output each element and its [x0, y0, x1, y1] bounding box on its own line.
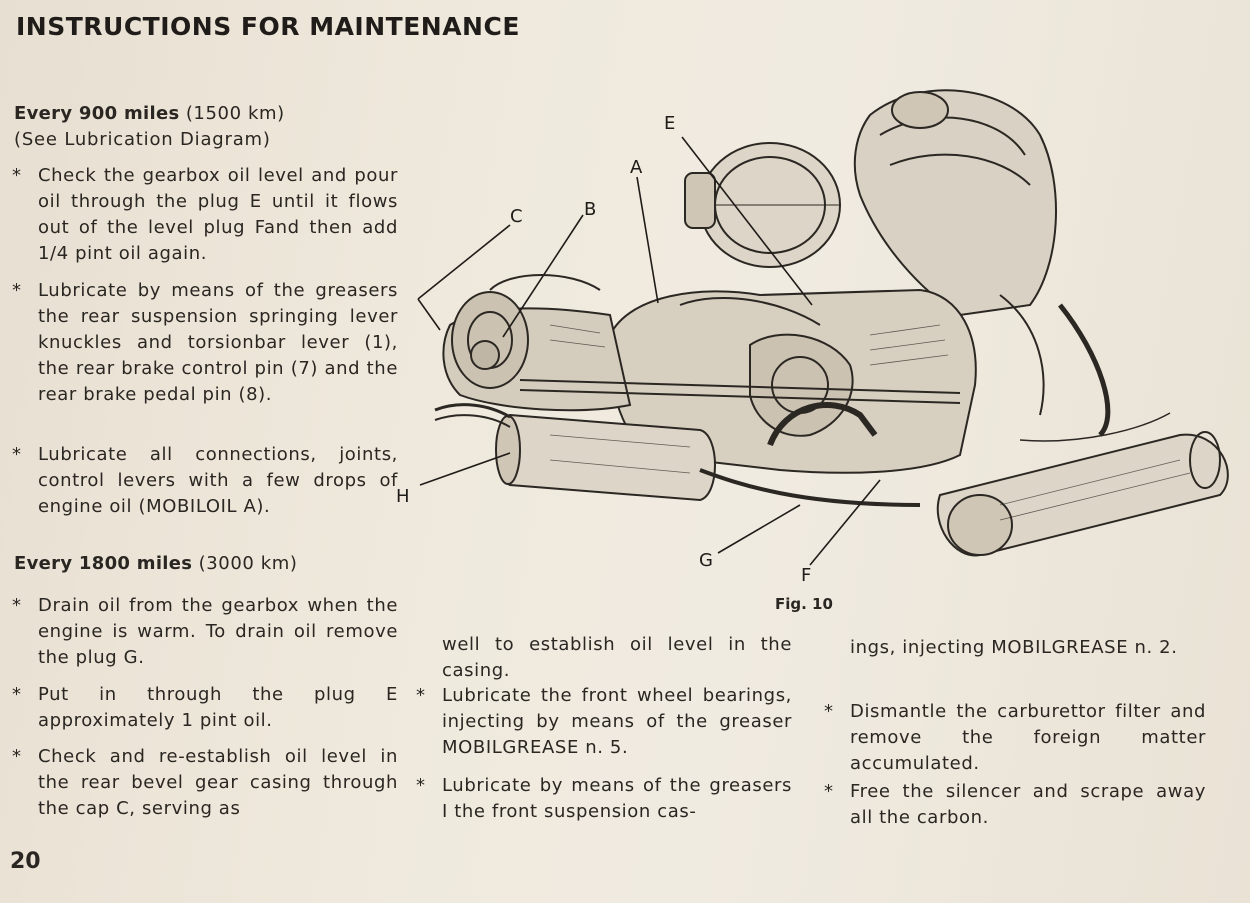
section2-item: * Put in through the plug E approximatel… — [12, 682, 398, 734]
section2-item-text: Drain oil from the gearbox when the engi… — [38, 595, 398, 668]
figure-label-a: A — [630, 157, 643, 178]
section2-item: * Drain oil from the gearbox when the en… — [12, 593, 398, 671]
engine-illustration — [417, 89, 1229, 566]
bullet-star: * — [12, 595, 22, 616]
section1-item-text: Lubricate by means of the greasers the r… — [38, 280, 398, 405]
section1-subheading: (See Lubrication Diagram) — [14, 129, 271, 150]
section2-heading-bold: Every 1800 miles — [14, 553, 193, 574]
bullet-star: * — [12, 165, 22, 186]
col3-item-text: Free the silencer and scrape away all th… — [850, 781, 1206, 828]
section1-item: * Check the gearbox oil level and pour o… — [12, 163, 398, 267]
col2-item: * Lubricate by means of the greasers I t… — [416, 773, 792, 825]
section1-heading-bold: Every 900 miles — [14, 103, 180, 124]
section2-item-text: Put in through the plug E approximately … — [38, 684, 398, 731]
col2-item-text: Lubricate by means of the greasers I the… — [442, 775, 792, 822]
col2-continuation: well to establish oil level in the casin… — [442, 634, 792, 681]
bullet-star: * — [824, 781, 834, 802]
figure-label-e: E — [664, 113, 676, 134]
figure-label-b: B — [584, 199, 597, 220]
section1-item-text: Check the gearbox oil level and pour oil… — [38, 165, 398, 264]
bullet-star: * — [12, 280, 22, 301]
section2-item: * Check and re-establish oil level in th… — [12, 744, 398, 822]
section2-item-text: Check and re-establish oil level in the … — [38, 746, 398, 819]
section1-heading-rest: (1500 km) — [185, 103, 285, 124]
section1-item: * Lubricate all connections, joints, con… — [12, 442, 398, 520]
figure-label-c: C — [510, 206, 523, 227]
figure-label-f: F — [801, 565, 812, 586]
section1-item: * Lubricate by means of the greasers the… — [12, 278, 398, 408]
col3-item: * Dismantle the carburettor filter and r… — [824, 699, 1206, 777]
col3-item-text: Dismantle the carburettor filter and rem… — [850, 701, 1206, 774]
bullet-star: * — [12, 684, 22, 705]
bullet-star: * — [824, 701, 834, 722]
figure-label-h: H — [396, 486, 410, 507]
bullet-star: * — [12, 746, 22, 767]
col3-continuation: ings, injecting MOBILGREASE n. 2. — [850, 637, 1178, 658]
page-title: INSTRUCTIONS FOR MAINTENANCE — [16, 12, 520, 41]
section2-heading: Every 1800 miles (3000 km) — [14, 551, 298, 577]
section1-heading: Every 900 miles (1500 km) — [14, 101, 285, 127]
col3-item: * Free the silencer and scrape away all … — [824, 779, 1206, 831]
col2-item-text: Lubricate the front wheel bearings, inje… — [442, 685, 792, 758]
figure-label-g: G — [699, 550, 713, 571]
bullet-star: * — [416, 685, 426, 706]
page-number: 20 — [10, 849, 41, 874]
col2-item: * Lubricate the front wheel bearings, in… — [416, 683, 792, 761]
section2-heading-rest: (3000 km) — [198, 553, 298, 574]
figure-caption: Fig. 10 — [775, 595, 833, 613]
bullet-star: * — [12, 444, 22, 465]
section1-item-text: Lubricate all connections, joints, contr… — [38, 444, 398, 517]
bullet-star: * — [416, 775, 426, 796]
